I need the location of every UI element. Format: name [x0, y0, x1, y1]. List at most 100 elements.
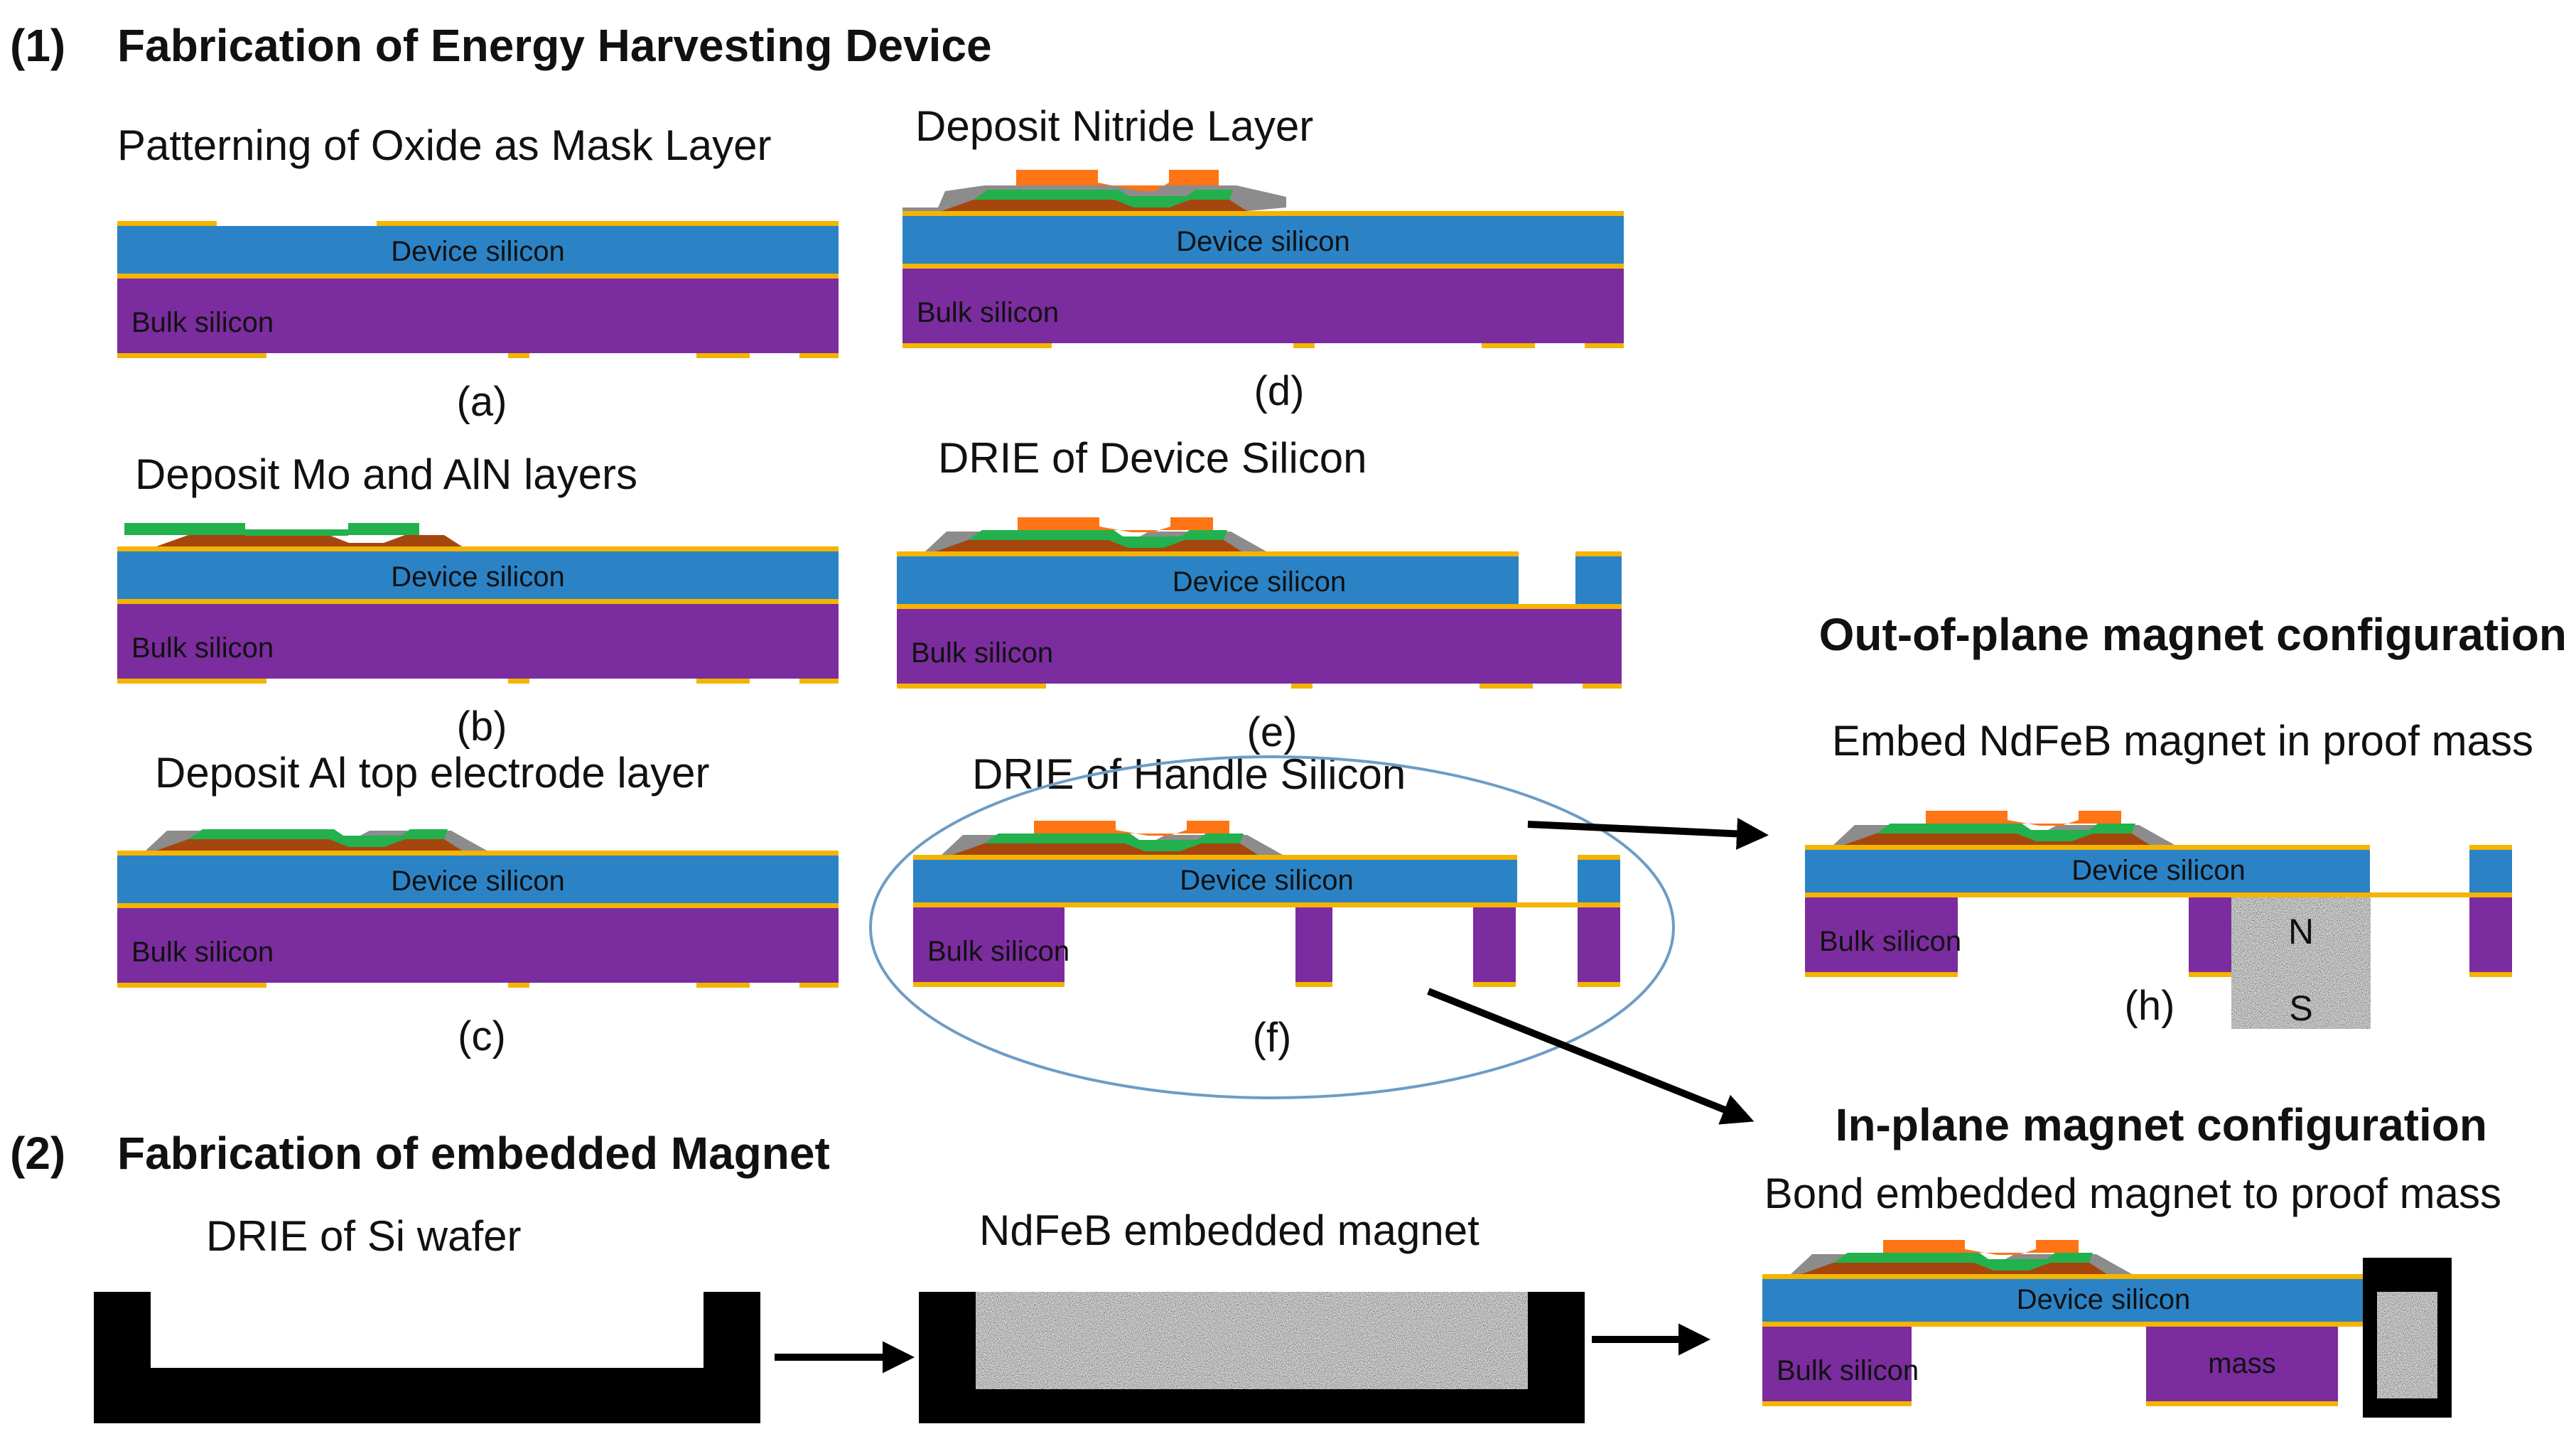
bottom-oxide-pad [799, 353, 839, 358]
bulk-silicon-layer [117, 908, 839, 983]
bulk-silicon-label: Bulk silicon [911, 637, 1053, 669]
caption-a: (a) [457, 379, 507, 425]
aln-layer [348, 523, 419, 535]
device-silicon-layer [1762, 1279, 2366, 1322]
magnet-north-pole: N [2288, 912, 2314, 951]
caption-h: (h) [2125, 983, 2175, 1029]
bottom-oxide-pad [1293, 343, 1315, 348]
aluminum-top-electrode [1034, 821, 1229, 836]
device-silicon-layer [117, 856, 839, 903]
aln-layer [124, 523, 245, 535]
bulk-silicon-label: Bulk silicon [131, 937, 274, 968]
bottom-oxide-pad [799, 679, 839, 684]
bulk-silicon-layer [1805, 897, 1958, 972]
bottom-oxide-pad [1805, 972, 1958, 977]
bottom-oxide-pad [508, 679, 529, 684]
aln-layer [1876, 824, 2135, 841]
buried-oxide-layer [1762, 1322, 2366, 1327]
buried-oxide-layer [117, 903, 839, 908]
device-silicon-label: Device silicon [1173, 566, 1347, 598]
flow-arrows [775, 817, 1769, 1374]
top-oxide-layer [1578, 855, 1620, 860]
arrow-to-out-of-plane [1527, 817, 1769, 850]
embedded-magnet-wafer [919, 1292, 1585, 1423]
caption-c: (c) [458, 1013, 506, 1059]
device-silicon-label: Device silicon [391, 561, 565, 593]
device-silicon-label: Device silicon [391, 865, 565, 897]
bulk-silicon-label: Bulk silicon [1777, 1355, 1919, 1386]
device-silicon-layer [902, 216, 1624, 264]
aln-layer [245, 529, 348, 536]
bottom-oxide-pad [1295, 982, 1332, 987]
section1-title: Fabrication of Energy Harvesting Device [117, 20, 992, 71]
top-oxide-layer [902, 211, 1624, 216]
top-oxide-layer [2469, 845, 2512, 850]
step-e-title: DRIE of Device Silicon [938, 434, 1367, 482]
bottom-oxide-pad [902, 343, 1052, 348]
bottom-oxide-pad [1473, 982, 1516, 987]
bottom-oxide-pad [1482, 343, 1535, 348]
molybdenum-electrode [1844, 834, 2150, 845]
bulk-silicon-layer [2469, 897, 2512, 972]
aluminum-top-electrode [1926, 811, 2121, 826]
bottom-oxide-pad [1480, 684, 1533, 689]
bottom-oxide-pad [1291, 684, 1313, 689]
top-oxide-layer [117, 546, 839, 551]
step-c-title: Deposit Al top electrode layer [155, 749, 709, 797]
bulk-silicon-layer [1473, 907, 1516, 982]
bottom-oxide-pad [897, 684, 1046, 689]
bottom-oxide-pad [1583, 684, 1622, 689]
device-silicon-layer [117, 226, 839, 274]
out-of-plane-subtitle: Embed NdFeB magnet in proof mass [1832, 717, 2533, 765]
in-plane-title: In-plane magnet configuration [1836, 1099, 2487, 1150]
caption-e: (e) [1247, 709, 1298, 755]
arrow-to-in-plane [1427, 988, 1755, 1125]
aln-layer [188, 829, 448, 847]
step-a-title: Patterning of Oxide as Mask Layer [117, 122, 771, 169]
buried-oxide-layer [913, 902, 1620, 907]
device-silicon-layer [1805, 850, 2370, 892]
embedded-ndfeb-magnet [976, 1292, 1528, 1389]
bulk-silicon-label: Bulk silicon [917, 297, 1059, 328]
top-oxide-layer [897, 551, 1519, 556]
bulk-silicon-layer [2146, 1327, 2338, 1401]
magnet-south-pole: S [2289, 988, 2312, 1028]
proof-mass-label: mass [2208, 1348, 2276, 1379]
device-silicon-layer [117, 551, 839, 599]
top-oxide-layer [1575, 551, 1622, 556]
device-silicon-layer [913, 860, 1517, 902]
bottom-oxide-pad [696, 353, 750, 358]
bottom-oxide-pad [508, 983, 529, 988]
molybdenum-electrode [156, 839, 462, 851]
top-oxide-layer [913, 855, 1517, 860]
top-oxide-layer [1762, 1274, 2366, 1279]
bulk-silicon-label: Bulk silicon [1819, 926, 1961, 957]
molybdenum-electrode [942, 200, 1247, 211]
out-of-plane-ndfeb-magnet [2231, 897, 2371, 1029]
bulk-silicon-layer [117, 279, 839, 353]
aln-layer [974, 190, 1233, 207]
section2-title: Fabrication of embedded Magnet [117, 1128, 830, 1179]
bottom-oxide-pad [1762, 1401, 1912, 1406]
aln-layer [968, 530, 1227, 548]
bottom-oxide-pad [696, 679, 750, 684]
aln-layer [1833, 1253, 2093, 1271]
aluminum-top-electrode [1018, 517, 1213, 532]
out-of-plane-title: Out-of-plane magnet configuration [1819, 609, 2567, 660]
device-silicon-label: Device silicon [2017, 1284, 2191, 1315]
step-b-title: Deposit Mo and AlN layers [135, 451, 637, 498]
bottom-oxide-pad [508, 353, 529, 358]
bottom-oxide-pad [117, 679, 266, 684]
bulk-silicon-layer [902, 269, 1624, 343]
bottom-oxide-pad [913, 982, 1065, 987]
bulk-silicon-layer [897, 609, 1622, 684]
section2-number: (2) [10, 1128, 65, 1179]
bottom-oxide-pad [799, 983, 839, 988]
